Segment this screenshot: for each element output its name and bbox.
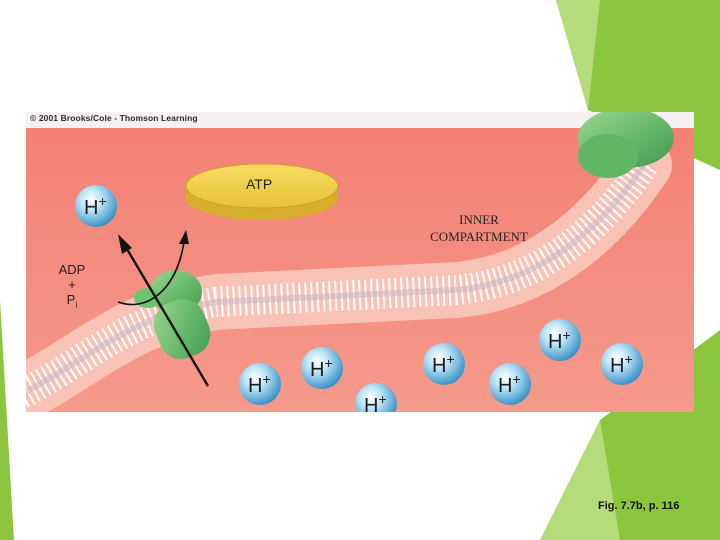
pi-label: Pi (66, 292, 78, 310)
proton-1-label: H+ (84, 193, 107, 219)
proton-4 (355, 383, 397, 412)
inner-compartment-label-line2: COMPARTMENT (430, 229, 528, 244)
proton-8 (601, 343, 643, 385)
proton-flow-arrowhead (118, 234, 132, 254)
green-accent-bottom-right-light (540, 420, 620, 540)
proton-7 (539, 319, 581, 361)
adp-pi-label: ADP + Pi (52, 262, 92, 313)
atp-formation-arrow (117, 241, 185, 306)
proton-2-label: H+ (248, 371, 271, 397)
proton-8-label: H+ (610, 351, 633, 377)
copyright-notice: © 2001 Brooks/Cole - Thomson Learning (30, 113, 198, 123)
figure-caption: Fig. 7.7b, p. 116 (598, 500, 680, 512)
inner-compartment-label: INNER COMPARTMENT (410, 211, 548, 245)
atp-disc (185, 163, 339, 220)
proton-flow-arrow (122, 243, 210, 387)
proton-6 (489, 363, 531, 405)
proton-2 (239, 363, 281, 405)
membrane-protein-top-right (578, 112, 674, 178)
green-accent-left (0, 300, 14, 540)
inner-compartment-label-line1: INNER (459, 212, 499, 227)
membrane-diagram: H+ H+ H+ H+ H+ H+ H+ H+ (26, 112, 694, 412)
plus-sign: + (68, 277, 76, 292)
proton-1 (75, 185, 117, 227)
figure-top-strip (26, 112, 694, 128)
proton-6-label: H+ (498, 371, 521, 397)
proton-7-label: H+ (548, 327, 571, 353)
atp-synthase (134, 270, 211, 359)
atp-formation-arrowhead (179, 230, 189, 244)
adp-label: ADP (58, 262, 86, 277)
lipid-bilayer-core (26, 160, 649, 396)
proton-3 (301, 347, 343, 389)
proton-5-label: H+ (432, 351, 455, 377)
proton-3-label: H+ (310, 355, 333, 381)
proton-5 (423, 343, 465, 385)
green-accent-top-right-light (556, 0, 600, 110)
proton-4-label: H+ (364, 391, 387, 412)
atp-label: ATP (246, 176, 273, 192)
